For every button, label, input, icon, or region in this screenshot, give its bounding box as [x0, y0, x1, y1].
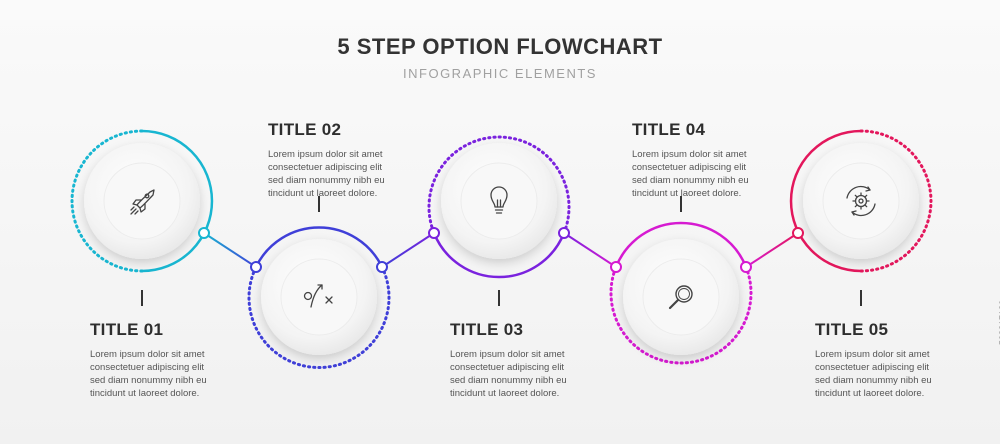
- step-5-left-node: [792, 227, 804, 239]
- step-3-description: Lorem ipsum dolor sit amet consectetuer …: [450, 349, 567, 399]
- main-title: 5 STEP OPTION FLOWCHART: [337, 34, 663, 59]
- step-5-node: [789, 129, 933, 273]
- step-1-title: TITLE 01: [90, 320, 164, 339]
- step-1-solid-arc: [141, 129, 214, 273]
- strategy-icon: [303, 284, 333, 308]
- step-2-node: [247, 226, 391, 369]
- step-4-node: [609, 221, 753, 365]
- connector-1-2: [203, 232, 257, 268]
- step-4-left-node: [610, 261, 622, 273]
- connector-4-5: [745, 232, 799, 268]
- step-2-description: Lorem ipsum dolor sit amet consectetuer …: [268, 149, 385, 199]
- lightbulb-icon: [490, 186, 508, 214]
- step-1-node: [70, 129, 214, 273]
- step-1-inner-circle: [103, 162, 181, 240]
- rocket-icon: [130, 189, 155, 215]
- step-2-right-node: [376, 261, 388, 273]
- step-1-dotted-arc: [70, 129, 144, 273]
- step-5-text: TITLE 05 Lorem ipsum dolor sit amet cons…: [815, 320, 965, 400]
- step-4-inner-circle: [642, 258, 720, 336]
- step-1-right-node: [198, 227, 210, 239]
- step-5-dotted-arc: [859, 129, 933, 273]
- step-4-description: Lorem ipsum dolor sit amet consectetuer …: [632, 149, 749, 199]
- magnifier-icon: [668, 285, 693, 310]
- step-3-solid-arc: [432, 232, 566, 279]
- step-3-left-node: [428, 227, 440, 239]
- step-3-node: [427, 135, 571, 279]
- step-1-text: TITLE 01 Lorem ipsum dolor sit amet cons…: [90, 320, 240, 400]
- step-4-right-node: [740, 261, 752, 273]
- step-5-solid-arc: [789, 129, 862, 273]
- step-3-inner-circle: [460, 162, 538, 240]
- step-4-solid-arc: [614, 221, 748, 268]
- step-2-title: TITLE 02: [268, 120, 342, 139]
- step-3-text: TITLE 03 Lorem ipsum dolor sit amet cons…: [450, 320, 600, 400]
- step-3-title: TITLE 03: [450, 320, 524, 339]
- step-4-text: TITLE 04 Lorem ipsum dolor sit amet cons…: [632, 120, 782, 200]
- connector-2-3: [381, 232, 435, 268]
- step-5-title: TITLE 05: [815, 320, 889, 339]
- step-2-text: TITLE 02 Lorem ipsum dolor sit amet cons…: [268, 120, 418, 200]
- step-1-description: Lorem ipsum dolor sit amet consectetuer …: [90, 349, 207, 399]
- step-4-dotted-arc: [609, 265, 753, 365]
- step-2-left-node: [250, 261, 262, 273]
- step-2-dotted-arc: [247, 265, 391, 369]
- step-3-dotted-arc: [427, 135, 571, 235]
- step-4-title: TITLE 04: [632, 120, 706, 139]
- gear-cycle-icon: [846, 185, 876, 217]
- subtitle: INFOGRAPHIC ELEMENTS: [403, 66, 597, 81]
- connector-3-4: [563, 232, 617, 268]
- step-2-inner-circle: [280, 258, 358, 336]
- step-5-inner-circle: [822, 162, 900, 240]
- step-3-right-node: [558, 227, 570, 239]
- step-5-description: Lorem ipsum dolor sit amet consectetuer …: [815, 349, 932, 399]
- step-2-solid-arc: [254, 226, 384, 268]
